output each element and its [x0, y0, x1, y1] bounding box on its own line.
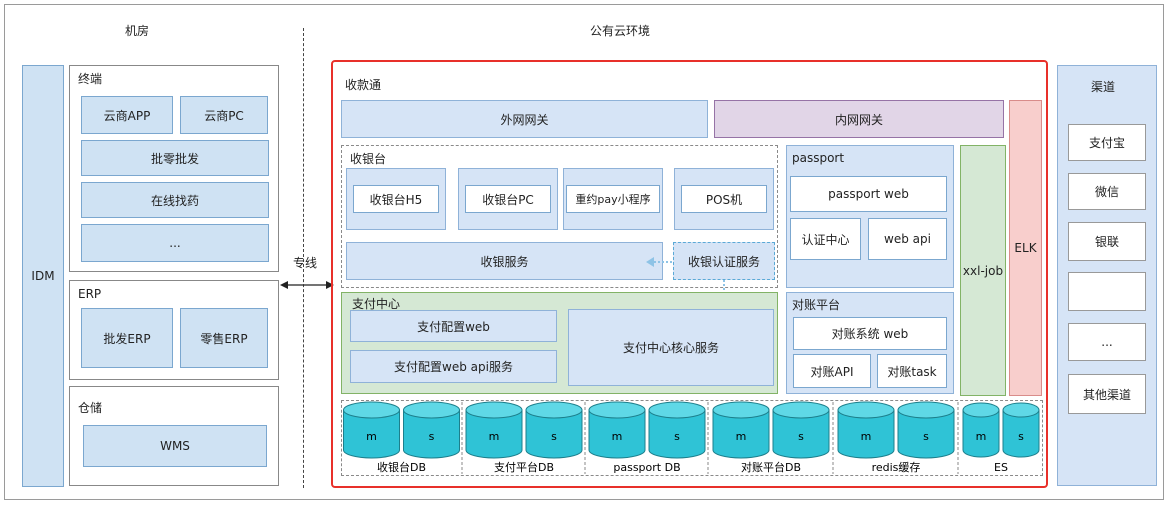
svg-text:m: m — [366, 430, 377, 443]
main-title: 收款通 — [345, 78, 382, 92]
db-label: 支付平台DB — [494, 460, 554, 474]
cashier-pc-wrap: 收银台PC — [458, 168, 558, 230]
svg-text:m: m — [612, 430, 623, 443]
reconcile-web: 对账系统 web — [793, 317, 947, 350]
channel-empty[interactable] — [1068, 272, 1146, 311]
channel-alipay[interactable]: 支付宝 — [1068, 124, 1146, 161]
reconcile-title: 对账平台 — [792, 298, 841, 312]
svg-text:s: s — [429, 430, 435, 443]
divider-line — [303, 28, 304, 488]
databases-svg: m s 收银台DB m s 支付平台DB m s passport DB m s 对账平台DB m s re… — [343, 401, 1040, 474]
db-label: 对账平台DB — [741, 460, 801, 474]
db-cylinder-slave: s — [403, 401, 460, 459]
svg-text:s: s — [551, 430, 557, 443]
svg-text:s: s — [1018, 430, 1024, 443]
db-cylinder-master: m — [962, 402, 1000, 458]
db-label: redis缓存 — [872, 460, 921, 474]
cashier-miniapp-wrap: 重约pay小程序 — [563, 168, 663, 230]
channel-wechat[interactable]: 微信 — [1068, 173, 1146, 210]
xxljob-column: xxl-job — [960, 145, 1006, 396]
main-container: 收款通 — [331, 60, 1048, 488]
outer-frame — [4, 4, 1164, 500]
channel-more[interactable]: ... — [1068, 323, 1146, 361]
storage-title: 仓储 — [78, 401, 103, 415]
idm-label: IDM — [31, 269, 55, 283]
link-arrow — [280, 281, 334, 289]
db-cylinder-slave: s — [525, 401, 583, 459]
cashier-service: 收银服务 — [346, 242, 663, 280]
db-cylinder-master: m — [343, 401, 400, 459]
passport-web: passport web — [790, 176, 947, 212]
link-label: 专线 — [293, 256, 318, 270]
svg-text:m: m — [861, 430, 872, 443]
header-datacenter: 机房 — [125, 24, 150, 38]
erp-title: ERP — [78, 287, 102, 301]
payment-config-api: 支付配置web api服务 — [350, 350, 557, 383]
svg-text:m: m — [736, 430, 747, 443]
db-label: 收银台DB — [377, 460, 426, 474]
cashier-pc: 收银台PC — [465, 185, 551, 213]
svg-text:m: m — [976, 430, 987, 443]
cashier-pos-wrap: POS机 — [674, 168, 774, 230]
payment-core-service: 支付中心核心服务 — [568, 309, 774, 386]
channel-unionpay[interactable]: 银联 — [1068, 222, 1146, 261]
db-cylinder-master: m — [712, 401, 770, 459]
db-cylinder-slave: s — [648, 401, 706, 459]
storage-wms: WMS — [83, 425, 267, 467]
passport-group: passport — [786, 145, 954, 288]
svg-text:m: m — [489, 430, 500, 443]
erp-group: ERP — [69, 280, 279, 380]
cashier-title: 收银台 — [350, 152, 387, 166]
cashier-auth-service: 收银认证服务 — [673, 242, 775, 280]
external-gateway: 外网网关 — [341, 100, 708, 138]
terminal-item-app: 云商APP — [81, 96, 173, 134]
header-public-cloud: 公有云环境 — [590, 24, 651, 38]
reconcile-task: 对账task — [877, 354, 947, 388]
db-cylinder-master: m — [837, 401, 895, 459]
svg-text:s: s — [798, 430, 804, 443]
cashier-h5: 收银台H5 — [353, 185, 439, 213]
db-cylinder-slave: s — [1002, 402, 1040, 458]
passport-auth-center: 认证中心 — [790, 218, 861, 260]
db-cylinder-master: m — [465, 401, 523, 459]
cashier-group: 收银台 — [341, 145, 778, 288]
idm-column: IDM — [22, 65, 64, 487]
passport-web-api: web api — [868, 218, 947, 260]
terminal-item-more: ... — [81, 224, 269, 262]
reconcile-api: 对账API — [793, 354, 871, 388]
erp-wholesale: 批发ERP — [81, 308, 173, 368]
terminal-title: 终端 — [78, 72, 103, 86]
payment-center-title: 支付中心 — [352, 297, 401, 311]
db-cylinder-master: m — [588, 401, 646, 459]
terminal-item-pc: 云商PC — [180, 96, 268, 134]
channels-title: 渠道 — [1091, 80, 1116, 94]
db-cylinder-slave: s — [772, 401, 830, 459]
erp-retail: 零售ERP — [180, 308, 268, 368]
storage-group: 仓储 — [69, 386, 279, 486]
db-label: ES — [994, 461, 1008, 474]
svg-text:s: s — [923, 430, 929, 443]
db-cylinder-slave: s — [897, 401, 955, 459]
terminal-item-wholesale: 批零批发 — [81, 140, 269, 176]
cashier-miniapp: 重约pay小程序 — [566, 185, 660, 213]
databases-row — [341, 400, 1043, 476]
passport-title: passport — [792, 151, 845, 165]
internal-gateway: 内网网关 — [714, 100, 1004, 138]
terminal-item-online: 在线找药 — [81, 182, 269, 218]
payment-config-web: 支付配置web — [350, 310, 557, 342]
channel-other[interactable]: 其他渠道 — [1068, 374, 1146, 414]
elk-column: ELK — [1009, 100, 1042, 396]
svg-text:s: s — [674, 430, 680, 443]
db-label: passport DB — [613, 461, 680, 474]
terminal-group: 终端 — [69, 65, 279, 272]
cashier-h5-wrap: 收银台H5 — [346, 168, 446, 230]
cashier-pos: POS机 — [681, 185, 767, 213]
